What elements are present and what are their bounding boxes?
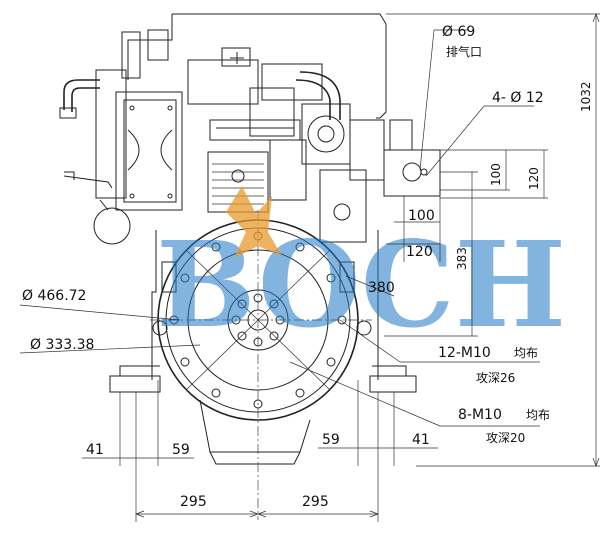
dim-100-vertical: 100 (489, 163, 503, 186)
dim-120-vertical: 120 (527, 167, 541, 190)
dim-120-horizontal: 120 (406, 244, 433, 260)
bolts-8-note-depth: 攻深20 (486, 431, 525, 445)
dimension-lines (19, 13, 600, 522)
dim-1032: 1032 (579, 81, 593, 112)
dim-383: 383 (455, 247, 469, 270)
dim-295-right: 295 (302, 494, 329, 510)
watermark-text: BOCH (156, 215, 566, 354)
exhaust-name-label: 排气口 (446, 44, 482, 59)
dim-41-right: 41 (412, 432, 430, 448)
exhaust-diameter-label: Ø 69 (442, 24, 475, 40)
flywheel-outer-diameter: Ø 466.72 (22, 288, 86, 304)
dim-59-right: 59 (322, 432, 340, 448)
bolts-12-label: 12-M10 (438, 345, 491, 361)
bolts-8-note-even: 均布 (526, 408, 550, 422)
dim-100-horizontal: 100 (408, 208, 435, 224)
holes-label: 4- Ø 12 (492, 90, 544, 106)
dimension-labels: Ø 69 排气口 4- Ø 12 100 120 100 120 383 103… (22, 24, 593, 510)
flywheel-inner-diameter: Ø 333.38 (30, 337, 94, 353)
bolts-8-label: 8-M10 (458, 407, 502, 423)
dim-41-left: 41 (86, 442, 104, 458)
bolts-12-note-even: 均布 (514, 346, 538, 360)
watermark: BOCH (156, 186, 566, 354)
watermark-logo-icon (226, 186, 282, 258)
dim-380: 380 (368, 280, 395, 296)
engine-outline (59, 13, 441, 465)
dim-295-left: 295 (180, 494, 207, 510)
bolt-holes-inner (231, 293, 285, 347)
bolts-12-note-depth: 攻深26 (476, 371, 515, 385)
dim-59-left: 59 (172, 442, 190, 458)
